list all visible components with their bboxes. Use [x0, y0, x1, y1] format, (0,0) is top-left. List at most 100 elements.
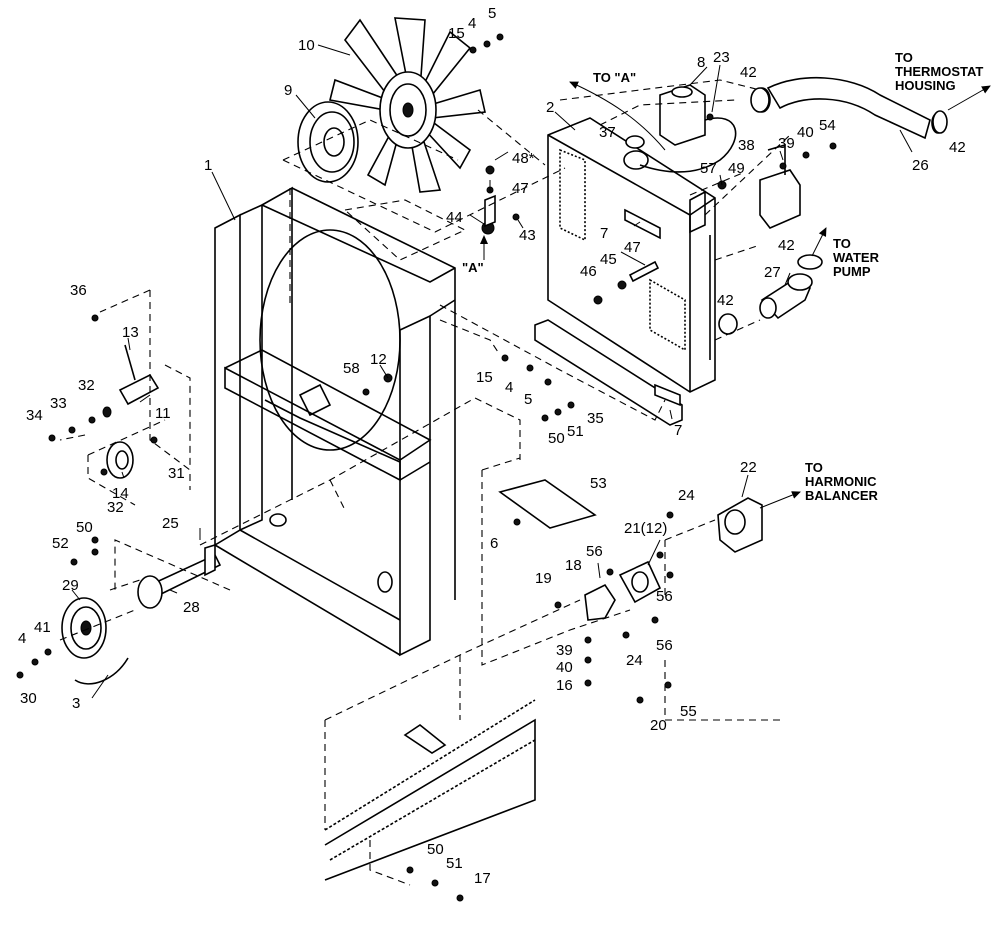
hose-clamp: [797, 254, 823, 270]
harmonic-balancer-hub: [717, 497, 763, 553]
direction-notes: TO "A" "A" TO THERMOSTAT HOUSING TO WATE…: [462, 50, 983, 503]
callout-42: 42: [740, 64, 757, 81]
callout-39: 39: [778, 135, 795, 152]
callout-7: 7: [674, 422, 682, 439]
callout-50: 50: [76, 519, 93, 536]
callout-24: 24: [626, 652, 643, 669]
part-callouts: 1 2 3 4 4 4 5 5 6 7 7 8 9 10 11 12 13 14…: [18, 5, 966, 887]
callout-8: 8: [697, 54, 705, 71]
callout-9: 9: [284, 82, 292, 99]
hose-clamp: [718, 313, 738, 335]
callout-52: 52: [52, 535, 69, 552]
callout-54: 54: [819, 117, 836, 134]
callout-5: 5: [524, 391, 532, 408]
drive-adapter: [584, 560, 662, 621]
callout-4: 4: [18, 630, 26, 647]
callout-33: 33: [50, 395, 67, 412]
belt-tensioner: [102, 344, 160, 479]
callout-47: 47: [512, 180, 529, 197]
note-water-pump-line3: PUMP: [833, 264, 871, 279]
note-harmonic-line1: TO: [805, 460, 823, 475]
lower-radiator-hose: [759, 273, 813, 320]
callout-20: 20: [650, 717, 667, 734]
callout-55: 55: [680, 703, 697, 720]
callout-3: 3: [72, 695, 80, 712]
callout-4: 4: [505, 379, 513, 396]
radiator-side-seal: [534, 319, 683, 426]
jackshaft-assembly: [137, 543, 222, 609]
bottom-frame-rail: [324, 699, 536, 881]
note-harmonic-line3: BALANCER: [805, 488, 879, 503]
callout-42: 42: [717, 292, 734, 309]
fan-blade-assembly: [329, 17, 486, 193]
callout-27: 27: [764, 264, 781, 281]
callout-14: 14: [112, 485, 129, 502]
lower-crossmember: [654, 383, 681, 407]
note-water-pump-line1: TO: [833, 236, 851, 251]
callout-4: 4: [468, 15, 476, 32]
callout-38: 38: [738, 137, 755, 154]
callout-5: 5: [488, 5, 496, 22]
radiator-frame: [214, 186, 456, 657]
support-plate: [498, 479, 597, 529]
callout-11: 11: [155, 405, 171, 422]
callout-32: 32: [107, 499, 124, 516]
fan-pulley: [297, 101, 359, 183]
assembly-dashed-lines: [59, 79, 791, 886]
drive-pulley: [61, 597, 129, 685]
callout-28: 28: [183, 599, 200, 616]
note-water-pump-line2: WATER: [833, 250, 880, 265]
callout-1: 1: [204, 157, 212, 174]
callout-25: 25: [162, 515, 179, 532]
callout-41: 41: [34, 619, 51, 636]
callout-17: 17: [474, 870, 491, 887]
hose-clamp: [932, 110, 948, 134]
callout-32: 32: [78, 377, 95, 394]
callout-34: 34: [26, 407, 43, 424]
callout-22: 22: [740, 459, 757, 476]
callout-56: 56: [656, 588, 673, 605]
callout-7: 7: [600, 225, 608, 242]
note-thermostat-line3: HOUSING: [895, 78, 956, 93]
hardware-fasteners: [16, 33, 837, 902]
callout-50: 50: [548, 430, 565, 447]
hose-clamp: [750, 87, 770, 113]
callout-37: 37: [599, 124, 616, 141]
callout-19: 19: [535, 570, 552, 587]
callout-39: 39: [556, 642, 573, 659]
callout-13: 13: [122, 324, 139, 341]
note-thermostat-line1: TO: [895, 50, 913, 65]
callout-51: 51: [446, 855, 463, 872]
callout-56: 56: [586, 543, 603, 560]
callout-29: 29: [62, 577, 79, 594]
callout-43: 43: [519, 227, 536, 244]
callout-21: 21(12): [624, 520, 667, 537]
callout-57: 57: [700, 160, 717, 177]
callout-30: 30: [20, 690, 37, 707]
callout-31: 31: [168, 465, 185, 482]
callout-49: 49: [728, 160, 745, 177]
callout-48: 48*: [512, 150, 535, 167]
callout-51: 51: [567, 423, 584, 440]
callout-26: 26: [912, 157, 929, 174]
note-harmonic-line2: HARMONIC: [805, 474, 877, 489]
radiator-core: [547, 117, 716, 393]
callout-16: 16: [556, 677, 573, 694]
callout-50: 50: [427, 841, 444, 858]
callout-12: 12: [370, 351, 387, 368]
callout-2: 2: [546, 99, 554, 116]
callout-45: 45: [600, 251, 617, 268]
callout-40: 40: [797, 124, 814, 141]
callout-42: 42: [949, 139, 966, 156]
callout-42: 42: [778, 237, 795, 254]
note-view-a: "A": [462, 260, 484, 275]
callout-leader-lines: [71, 44, 913, 699]
callout-24: 24: [678, 487, 695, 504]
callout-6: 6: [490, 535, 498, 552]
callout-35: 35: [587, 410, 604, 427]
callout-36: 36: [70, 282, 87, 299]
callout-53: 53: [590, 475, 607, 492]
flow-arrows: [480, 81, 991, 509]
